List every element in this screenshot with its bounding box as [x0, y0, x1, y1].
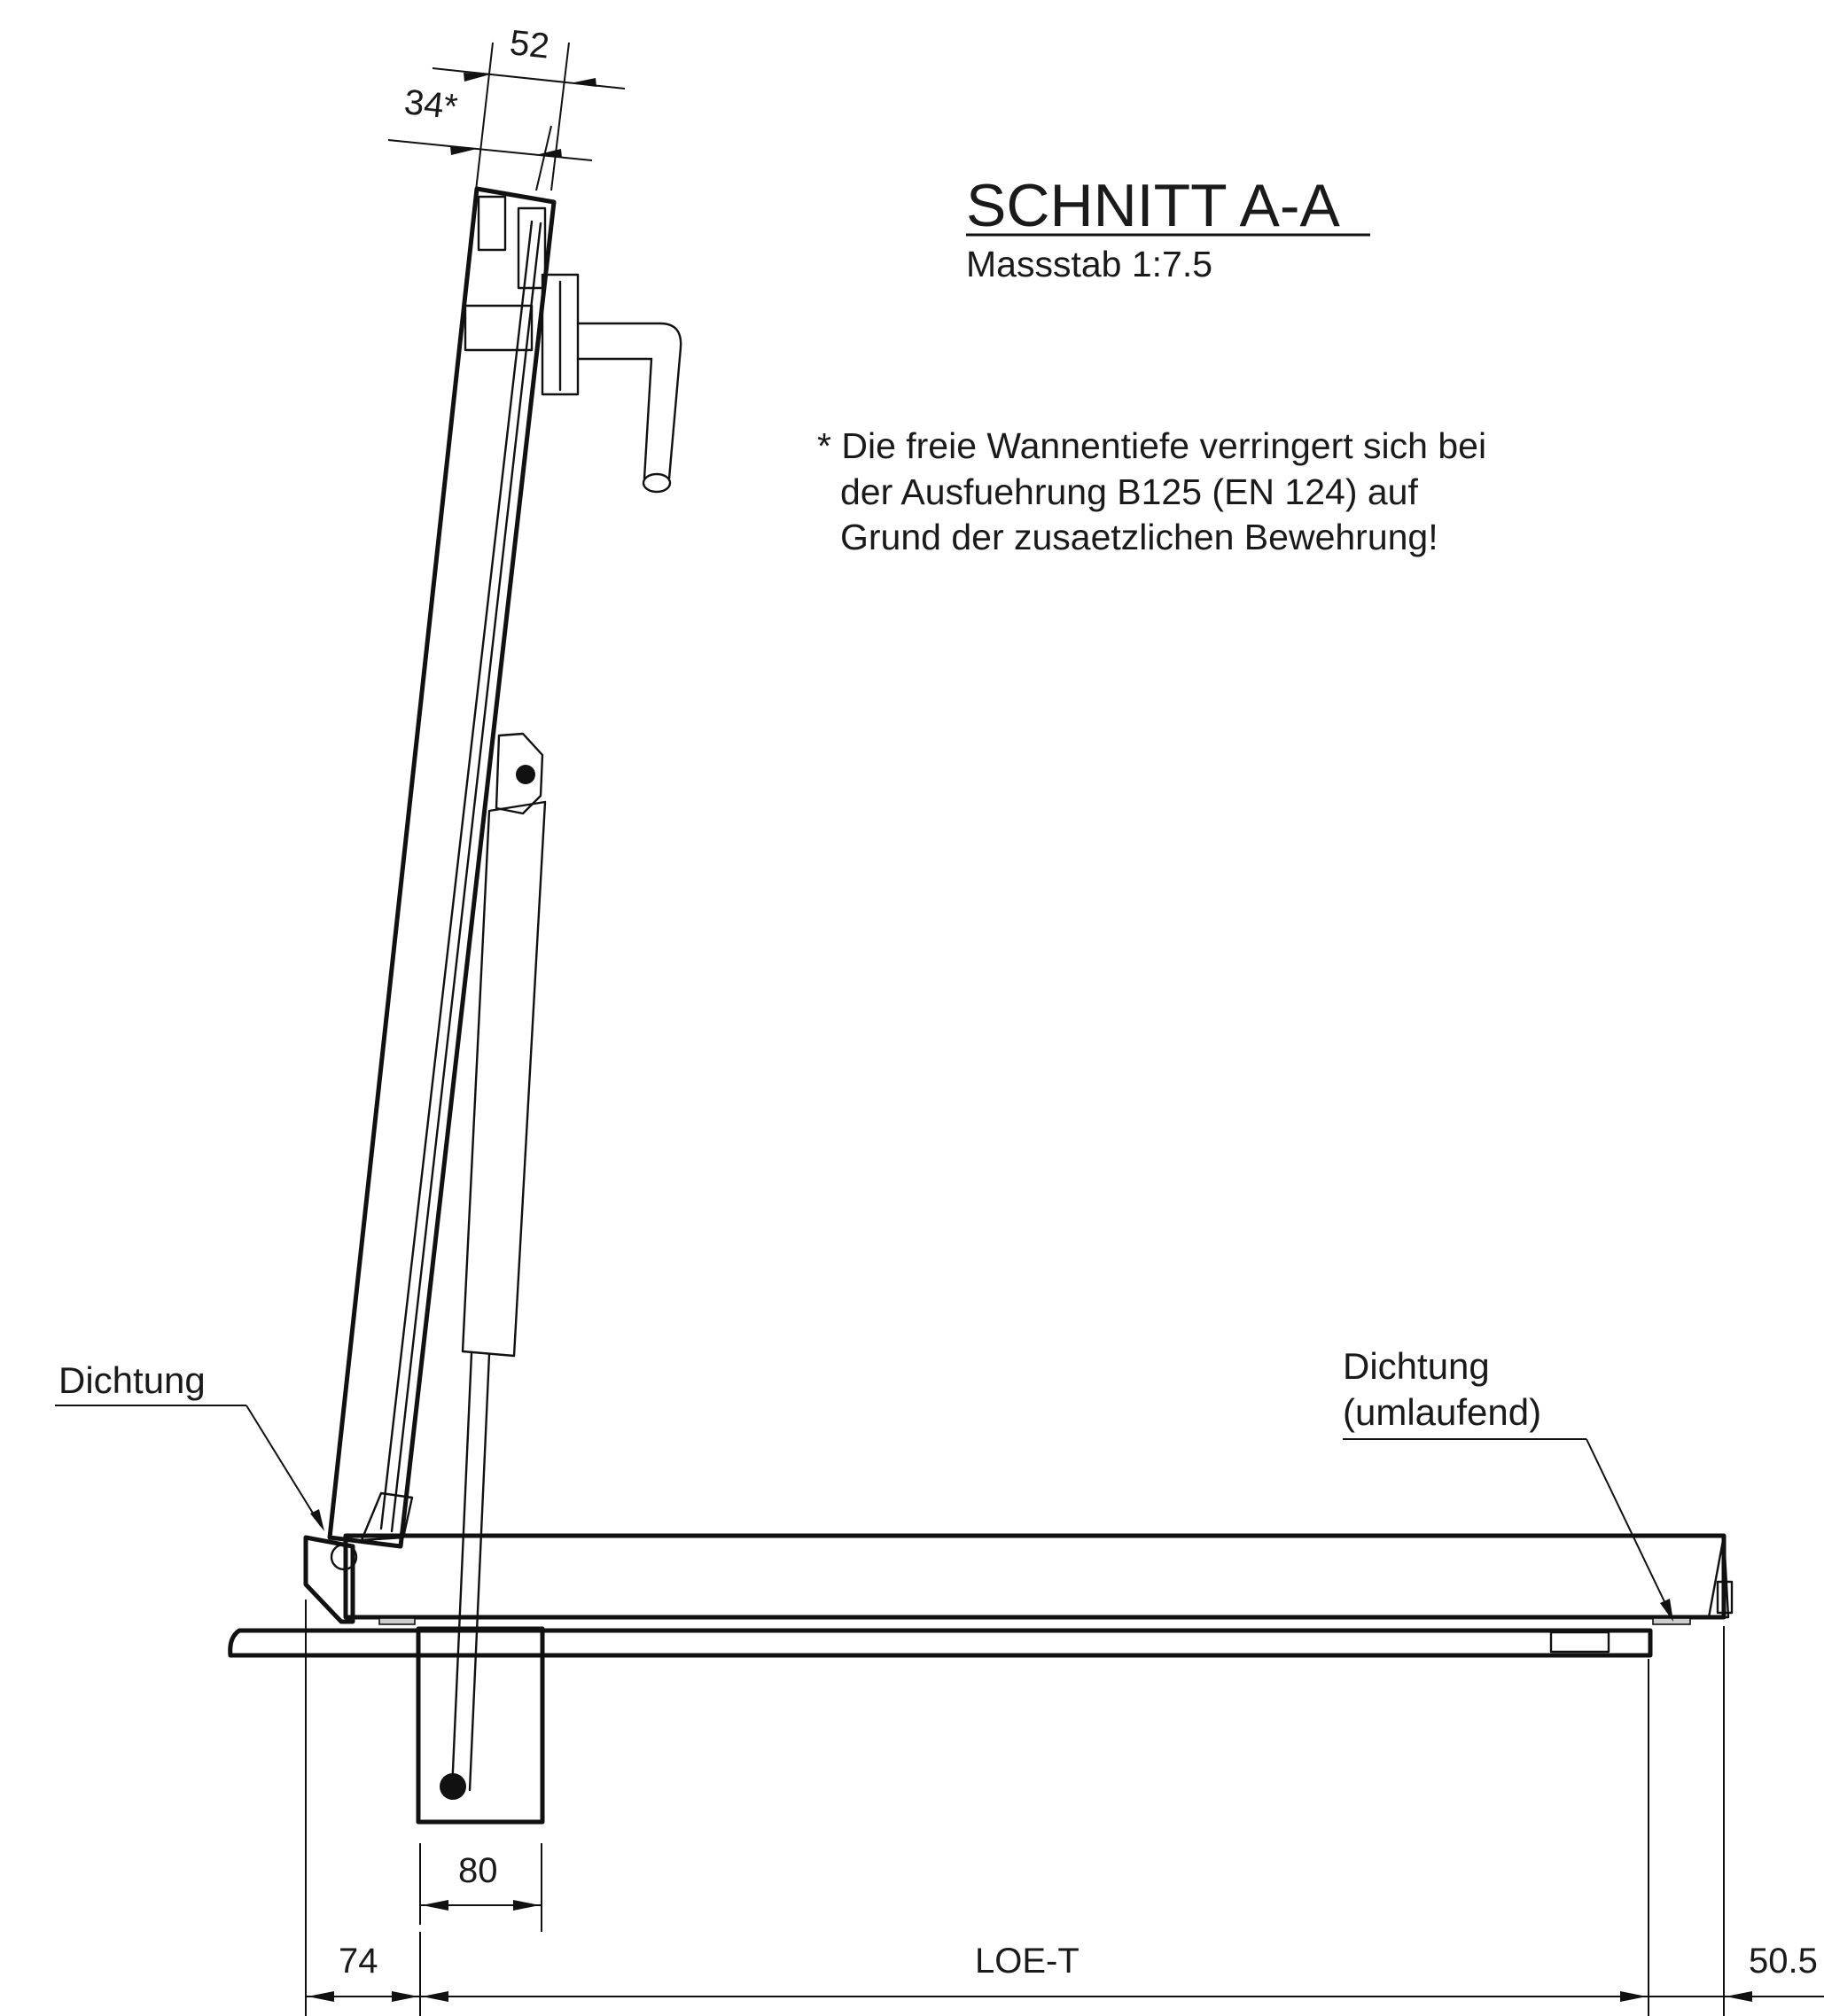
seal-left-label: Dichtung	[58, 1359, 206, 1401]
lid-top-block-2	[517, 206, 547, 290]
lid-outline	[327, 186, 557, 1549]
lid-top-block	[477, 195, 507, 252]
frame-pin	[440, 1773, 466, 1800]
gas-spring-rod-left	[450, 1351, 473, 1792]
scale-label: Massstab 1:7.5	[966, 244, 1212, 284]
handle-bracket	[541, 273, 580, 396]
frame-channel	[416, 1626, 545, 1825]
right-lip	[1707, 1534, 1730, 1619]
leader-seal-left	[55, 1405, 324, 1531]
lid-inner-line-1	[379, 220, 534, 1530]
dim-50-5-label: 50.5	[1749, 1942, 1818, 1981]
leader-seal-right	[1343, 1438, 1673, 1622]
note-line-2: der Ausfuehrung B125 (EN 124) auf	[840, 471, 1418, 512]
lid-handle[interactable]	[576, 322, 682, 494]
lid-inner-line-2	[390, 222, 542, 1533]
dim-52-label: 52	[508, 23, 551, 66]
hinge-pin	[330, 1543, 358, 1571]
note-line-3: Grund der zusaetzlichen Bewehrung!	[840, 517, 1438, 557]
cover-plate	[343, 1533, 1727, 1620]
frame-assembly	[228, 1533, 1734, 1825]
right-lip-block	[1716, 1580, 1734, 1615]
dim-loe-t-label: LOE-T	[975, 1942, 1080, 1981]
dim-34	[387, 125, 593, 191]
dim-52	[432, 42, 626, 191]
dim-80-label: 80	[458, 1851, 498, 1890]
seal-right-label-2: (umlaufend)	[1343, 1391, 1541, 1433]
base-flange	[228, 1628, 1653, 1658]
note-line-1: * Die freie Wannentiefe verringert sich …	[817, 425, 1486, 466]
gas-spring-rod-right	[468, 1352, 491, 1792]
section-title: SCHNITT A-A	[966, 172, 1341, 239]
lid-band	[464, 304, 534, 352]
seal-right-label-1: Dichtung	[1343, 1345, 1490, 1387]
gas-spring	[450, 732, 547, 1792]
lid-assembly	[327, 186, 682, 1549]
gas-spring-pin-top	[516, 765, 535, 784]
gas-spring-cylinder	[461, 800, 547, 1358]
dim-74-label: 74	[339, 1942, 378, 1981]
dim-bottom-chain	[305, 1600, 1824, 2016]
seal-left-strip	[378, 1617, 416, 1625]
dim-34-label: 34*	[402, 82, 459, 127]
flange-slot	[1549, 1631, 1610, 1654]
gas-spring-mount	[495, 732, 544, 815]
dim-80	[419, 1843, 542, 1932]
